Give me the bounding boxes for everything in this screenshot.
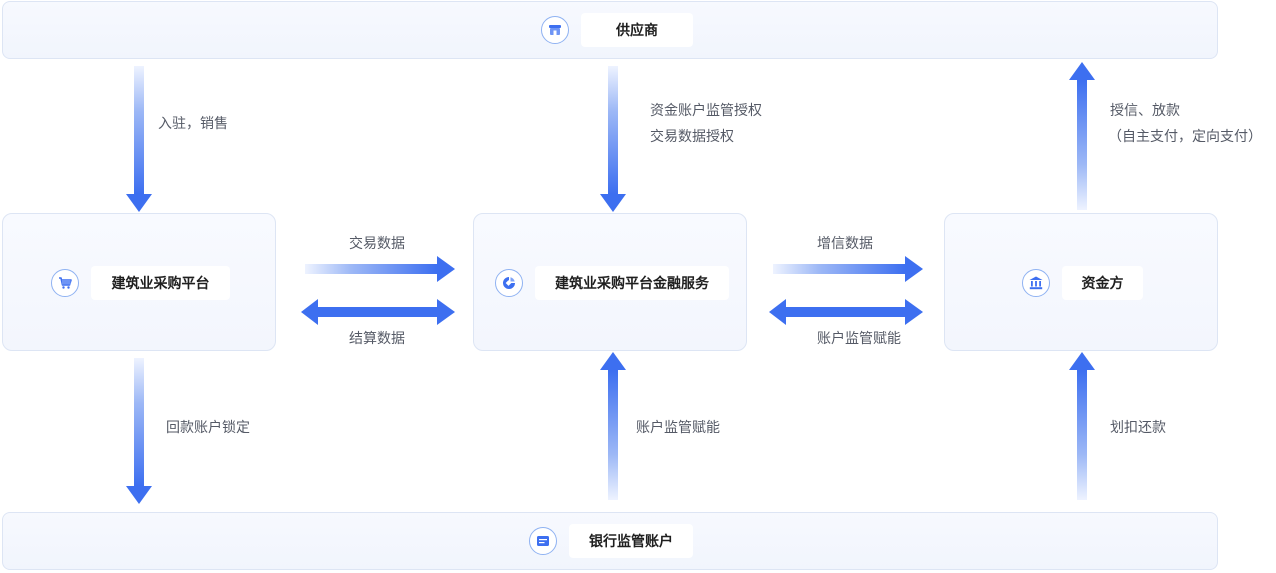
platform-node: 建筑业采购平台	[2, 213, 276, 351]
arrow-finance-to-funder	[773, 256, 923, 282]
edge-label-supplier-to-finance-2: 交易数据授权	[650, 129, 734, 145]
funder-node: 资金方	[944, 213, 1218, 351]
platform-logo-icon	[495, 269, 523, 297]
finance-label: 建筑业采购平台金融服务	[535, 266, 729, 300]
edge-label-funder-to-supplier-1: 授信、放款	[1110, 103, 1180, 119]
edge-label-finance-to-funder: 增信数据	[817, 236, 873, 252]
edge-label-supplier-to-platform: 入驻，销售	[158, 116, 228, 132]
edge-label-funder-to-supplier-2: （自主支付，定向支付）	[1108, 129, 1262, 145]
edge-label-bank-to-finance: 账户监管赋能	[636, 420, 720, 436]
bank-account-label: 银行监管账户	[569, 524, 693, 558]
edge-label-supplier-to-finance-1: 资金账户监管授权	[650, 103, 762, 119]
shop-icon	[541, 16, 569, 44]
funder-label: 资金方	[1062, 266, 1143, 300]
arrow-supplier-to-finance	[600, 66, 626, 212]
edge-label-bank-to-funder: 划扣还款	[1110, 420, 1166, 436]
bank-account-band: 银行监管账户	[2, 512, 1218, 570]
arrow-funder-to-supplier	[1069, 62, 1095, 210]
edge-label-platform-finance-bottom: 结算数据	[349, 331, 405, 347]
card-icon	[529, 527, 557, 555]
supplier-band: 供应商	[2, 1, 1218, 59]
edge-label-finance-funder-bottom: 账户监管赋能	[817, 331, 901, 347]
arrow-bank-to-funder	[1069, 352, 1095, 500]
arrow-supplier-to-platform	[126, 66, 152, 212]
arrow-bank-to-finance	[600, 352, 626, 500]
finance-node: 建筑业采购平台金融服务	[473, 213, 747, 351]
cart-icon	[51, 269, 79, 297]
arrow-platform-to-bank	[126, 358, 152, 504]
supplier-label: 供应商	[581, 13, 693, 47]
arrow-finance-funder-bidirectional	[769, 299, 923, 325]
bank-icon	[1022, 269, 1050, 297]
platform-label: 建筑业采购平台	[91, 266, 230, 300]
edge-label-platform-to-bank: 回款账户锁定	[166, 420, 250, 436]
edge-label-platform-to-finance: 交易数据	[349, 236, 405, 252]
arrow-platform-to-finance	[305, 256, 455, 282]
arrow-platform-finance-bidirectional	[301, 299, 455, 325]
